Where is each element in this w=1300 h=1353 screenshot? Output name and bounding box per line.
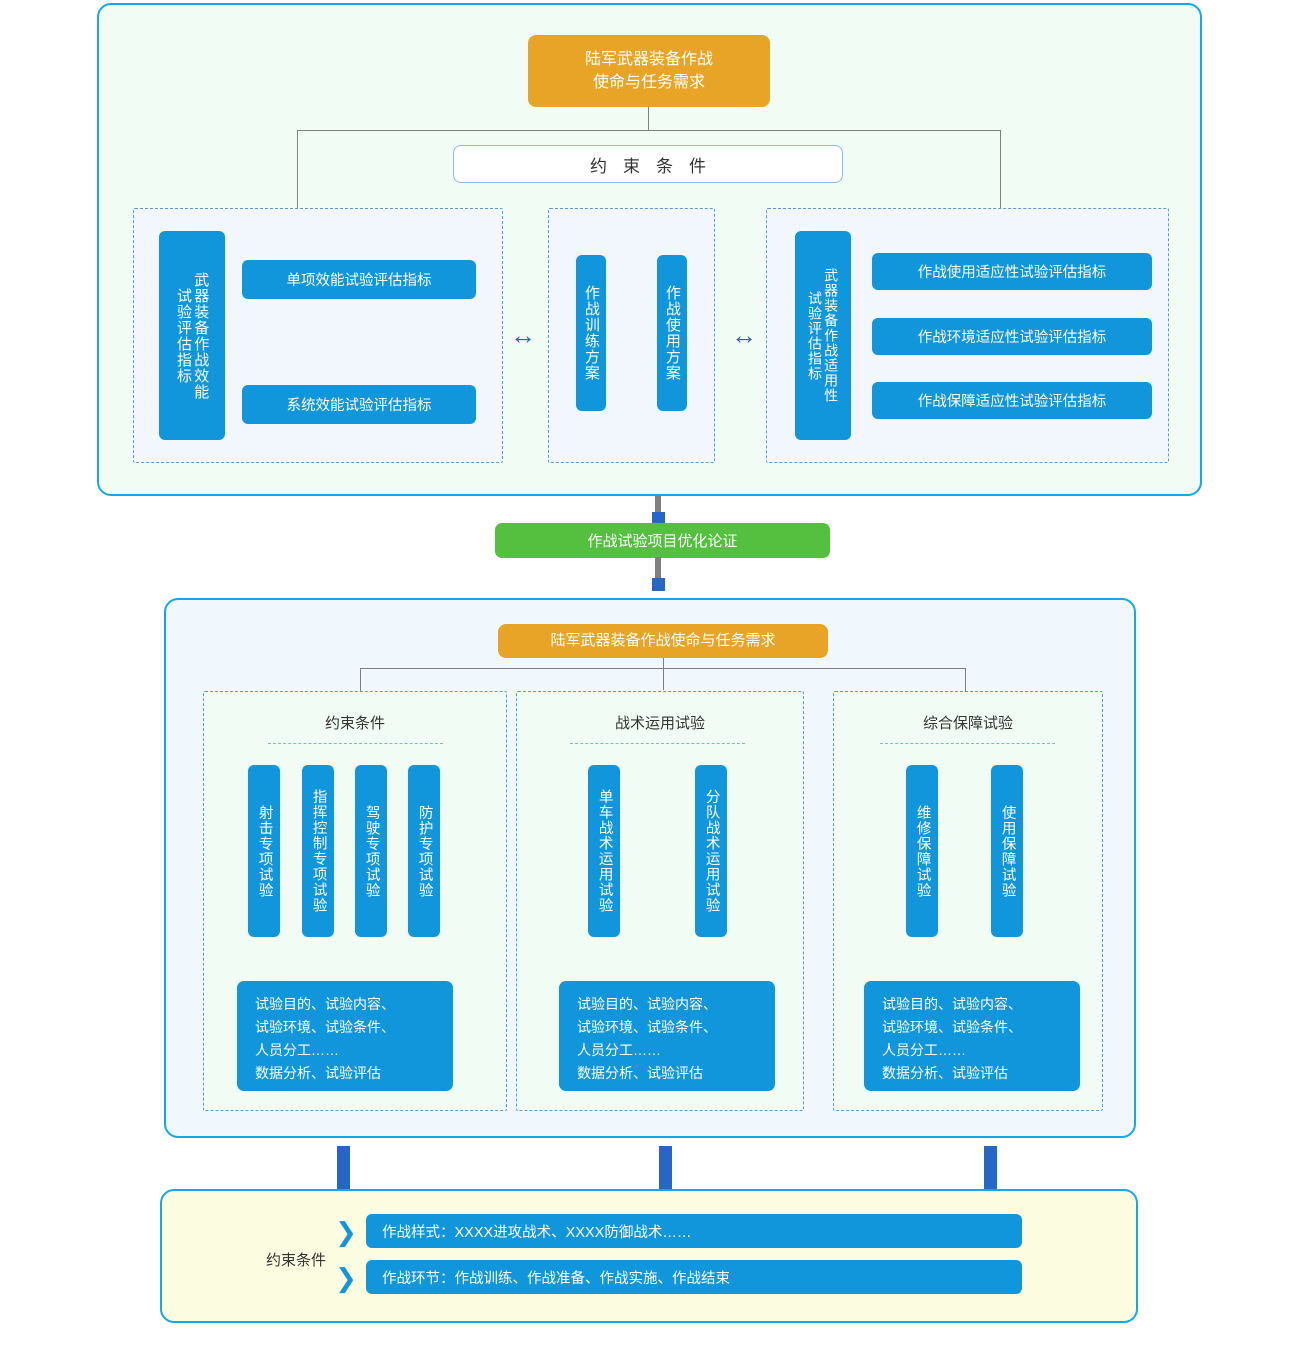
mid-group-1-item-0-label: 单车战术运用试验 xyxy=(596,789,613,913)
mid-group-0-item-3[interactable]: 防护专项试验 xyxy=(408,765,440,937)
suitability-item-0-label: 作战使用适应性试验评估指标 xyxy=(917,265,1107,281)
connector-drop-right xyxy=(1000,130,1001,208)
connector-vertical xyxy=(648,107,649,130)
top-title-text: 陆军武器装备作战 使命与任务需求 xyxy=(584,50,713,91)
mid-group-2-desc: 试验目的、试验内容、 试验环境、试验条件、 人员分工…… 数据分析、试验评估 xyxy=(864,981,1080,1091)
mid-tree-drop-2 xyxy=(965,668,966,691)
chevron-right-icon-1: ❯ xyxy=(335,1263,357,1293)
bottom-connector-1-top xyxy=(659,1146,672,1168)
bottom-row-0[interactable]: 作战样式：XXXX进攻战术、XXXX防御战术…… xyxy=(366,1214,1022,1248)
mid-group-0-item-0-label: 射击专项试验 xyxy=(256,804,273,898)
optimization-box-label: 作战试验项目优化论证 xyxy=(587,533,738,550)
mid-group-1-title: 战术运用试验 xyxy=(614,715,705,732)
plan-item-0[interactable]: 作战训练方案 xyxy=(576,255,606,411)
mid-group-0-item-0[interactable]: 射击专项试验 xyxy=(248,765,280,937)
mid-group-1-item-1[interactable]: 分队战术运用试验 xyxy=(695,765,727,937)
mid-group-2-rule xyxy=(880,743,1055,744)
mid-tree-vertical xyxy=(663,658,664,690)
mid-group-1-desc: 试验目的、试验内容、 试验环境、试验条件、 人员分工…… 数据分析、试验评估 xyxy=(559,981,775,1091)
bottom-connector-2-bottom xyxy=(984,1168,997,1190)
suitability-item-2[interactable]: 作战保障适应性试验评估指标 xyxy=(872,382,1152,419)
effectiveness-item-1-label: 系统效能试验评估指标 xyxy=(286,398,432,414)
bottom-connector-0-bottom xyxy=(337,1168,350,1190)
mid-title-text: 陆军武器装备作战使命与任务需求 xyxy=(550,632,776,650)
mid-connector-square-upper xyxy=(652,512,665,525)
plan-group xyxy=(548,208,715,463)
mid-group-0-item-2[interactable]: 驾驶专项试验 xyxy=(355,765,387,937)
connector-horizontal xyxy=(297,130,1001,131)
connector-drop-left xyxy=(297,130,298,208)
chevron-right-icon-0: ❯ xyxy=(335,1217,357,1247)
mid-tree-drop-0 xyxy=(360,668,361,691)
plan-item-0-label: 作战训练方案 xyxy=(582,285,600,381)
plan-item-1[interactable]: 作战使用方案 xyxy=(657,255,687,411)
mid-group-2-item-0[interactable]: 维修保障试验 xyxy=(906,765,938,937)
top-title-box[interactable]: 陆军武器装备作战 使命与任务需求 xyxy=(528,35,770,107)
suitability-vertical-label: 试验评估指标 武器装备作战适用性 xyxy=(795,231,851,440)
mid-group-2-item-1-label: 使用保障试验 xyxy=(999,804,1016,898)
effectiveness-label-col1: 试验评估指标 xyxy=(175,287,192,384)
constraint-box[interactable]: 约束条件 xyxy=(453,145,843,183)
mid-group-0-title: 约束条件 xyxy=(324,715,385,732)
mid-connector-line-upper xyxy=(655,496,661,516)
constraint-box-text: 约束条件 xyxy=(590,156,722,176)
bottom-label: 约束条件 xyxy=(265,1252,326,1269)
mid-connector-line-lower xyxy=(655,557,661,583)
suitability-label-col2: 武器装备作战适用性 xyxy=(823,268,840,403)
bottom-connector-0-neck xyxy=(341,1161,346,1169)
mid-group-0-item-1-label: 指挥控制专项试验 xyxy=(310,789,327,913)
suitability-item-1-label: 作战环境适应性试验评估指标 xyxy=(917,330,1107,346)
mid-group-1-item-1-label: 分队战术运用试验 xyxy=(703,789,720,913)
mid-group-1-item-0[interactable]: 单车战术运用试验 xyxy=(588,765,620,937)
double-arrow-right-icon: ↔ xyxy=(731,320,757,350)
bottom-connector-1-bottom xyxy=(659,1168,672,1190)
mid-group-0-item-3-label: 防护专项试验 xyxy=(416,804,433,898)
effectiveness-item-1[interactable]: 系统效能试验评估指标 xyxy=(242,385,476,424)
bottom-row-0-label: 作战样式：XXXX进攻战术、XXXX防御战术…… xyxy=(382,1224,692,1241)
mid-group-2-item-0-label: 维修保障试验 xyxy=(914,804,931,898)
mid-title-box[interactable]: 陆军武器装备作战使命与任务需求 xyxy=(498,624,828,658)
mid-group-2-item-1[interactable]: 使用保障试验 xyxy=(991,765,1023,937)
mid-connector-square-lower xyxy=(652,578,665,591)
optimization-box[interactable]: 作战试验项目优化论证 xyxy=(495,523,830,558)
mid-group-0-item-1[interactable]: 指挥控制专项试验 xyxy=(302,765,334,937)
bottom-panel xyxy=(160,1189,1138,1323)
mid-group-1-desc-text: 试验目的、试验内容、 试验环境、试验条件、 人员分工…… 数据分析、试验评估 xyxy=(577,996,717,1082)
mid-tree-horizontal xyxy=(360,668,966,669)
bottom-connector-2-top xyxy=(984,1146,997,1168)
effectiveness-vertical-label: 试验评估指标 武器装备作战效能 xyxy=(159,231,225,440)
effectiveness-label-col2: 武器装备作战效能 xyxy=(192,271,210,400)
mid-group-0-desc: 试验目的、试验内容、 试验环境、试验条件、 人员分工…… 数据分析、试验评估 xyxy=(237,981,453,1091)
bottom-connector-1-neck xyxy=(663,1161,668,1169)
mid-group-2-title: 综合保障试验 xyxy=(922,715,1013,732)
mid-group-0-rule xyxy=(268,743,443,744)
mid-group-2-desc-text: 试验目的、试验内容、 试验环境、试验条件、 人员分工…… 数据分析、试验评估 xyxy=(882,996,1022,1082)
suitability-item-0[interactable]: 作战使用适应性试验评估指标 xyxy=(872,253,1152,290)
double-arrow-left-icon: ↔ xyxy=(510,320,536,350)
plan-item-1-label: 作战使用方案 xyxy=(663,285,681,381)
mid-group-0-desc-text: 试验目的、试验内容、 试验环境、试验条件、 人员分工…… 数据分析、试验评估 xyxy=(255,996,395,1082)
suitability-label-col1: 试验评估指标 xyxy=(807,290,823,381)
suitability-item-1[interactable]: 作战环境适应性试验评估指标 xyxy=(872,318,1152,355)
bottom-connector-0-top xyxy=(337,1146,350,1168)
mid-group-1-rule xyxy=(570,743,745,744)
effectiveness-item-0-label: 单项效能试验评估指标 xyxy=(286,273,432,289)
mid-group-0-item-2-label: 驾驶专项试验 xyxy=(363,804,380,898)
bottom-connector-2-neck xyxy=(988,1161,993,1169)
suitability-item-2-label: 作战保障适应性试验评估指标 xyxy=(917,394,1107,410)
bottom-row-1-label: 作战环节：作战训练、作战准备、作战实施、作战结束 xyxy=(382,1270,730,1287)
effectiveness-item-0[interactable]: 单项效能试验评估指标 xyxy=(242,260,476,299)
bottom-row-1[interactable]: 作战环节：作战训练、作战准备、作战实施、作战结束 xyxy=(366,1260,1022,1294)
